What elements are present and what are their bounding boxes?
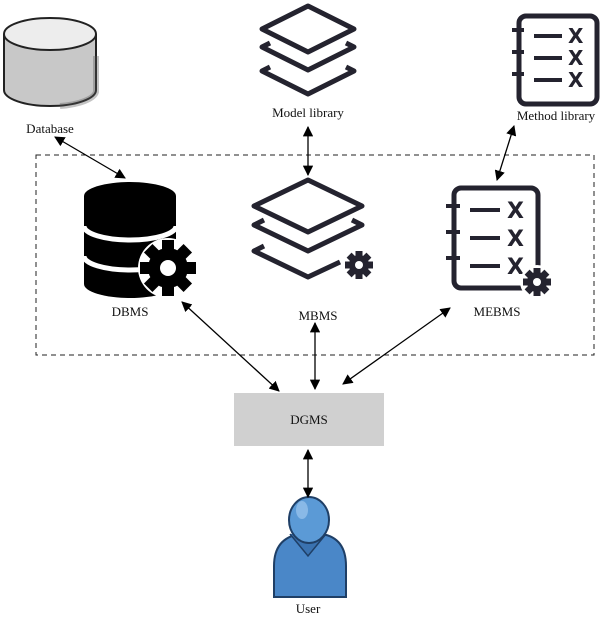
connectors — [54, 125, 517, 499]
user-icon — [273, 496, 347, 598]
method-library-label: Method library — [516, 108, 596, 123]
database-cylinder-icon — [3, 17, 99, 109]
svg-text:X: X — [568, 24, 584, 48]
user-label: User — [295, 601, 321, 616]
arrow-dbms-dgms — [181, 301, 280, 392]
svg-text:X: X — [507, 199, 524, 224]
layers-icon — [259, 3, 357, 97]
dbms-label: DBMS — [111, 304, 149, 319]
checklist-icon: X X X — [512, 13, 600, 107]
dgms-label: DGMS — [290, 411, 328, 427]
database-gear-icon — [81, 182, 198, 298]
dgms-box: DGMS — [234, 393, 384, 446]
checklist-gear-icon: X X X — [446, 185, 554, 299]
arrow-mebms-dgms — [342, 307, 451, 385]
mbms-label: MBMS — [298, 308, 338, 323]
svg-text:X: X — [568, 68, 584, 92]
layers-gear-icon — [251, 177, 376, 282]
svg-text:X: X — [568, 46, 584, 70]
mebms-label: MEBMS — [473, 304, 521, 319]
model-library-label: Model library — [272, 105, 344, 120]
database-label: Database — [26, 121, 74, 136]
arrow-method-library-mebms — [494, 125, 517, 181]
svg-text:X: X — [507, 227, 524, 252]
svg-text:X: X — [507, 255, 524, 280]
arrow-database-dbms — [54, 136, 126, 179]
